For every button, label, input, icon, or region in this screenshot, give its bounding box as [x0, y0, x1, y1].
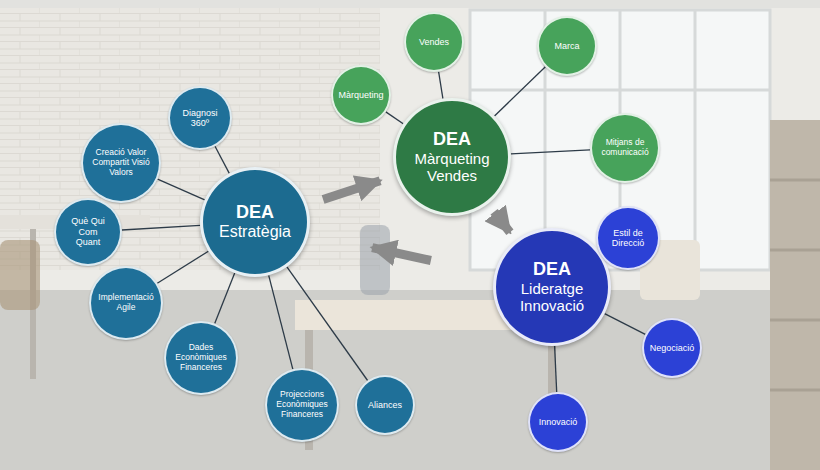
topic-label: Implementació Agile: [97, 293, 155, 313]
circle-text: Projeccions Econòmiques Financeres: [275, 390, 329, 419]
topic-circle: Innovació: [528, 392, 588, 452]
topic-label: Què Qui Com Quant: [65, 216, 111, 247]
link-line: [511, 150, 590, 154]
link-line: [287, 267, 368, 381]
hub-circle: DEAMàrqueting Vendes: [393, 98, 511, 216]
circle-text: Estil de Direcció: [605, 228, 651, 249]
topic-circle: Diagnosi 360º: [168, 86, 232, 150]
topic-circle: Estil de Direcció: [596, 206, 660, 270]
circle-text: DEALideratge Innovació: [508, 259, 596, 314]
circle-text: Aliances: [368, 400, 402, 410]
circle-text: Implementació Agile: [97, 293, 155, 313]
circle-text: Diagnosi 360º: [177, 108, 223, 129]
ceiling: [0, 0, 820, 8]
flow-arrow: [372, 248, 431, 261]
person: [0, 240, 40, 310]
topic-circle: Mitjans de comunicació: [590, 113, 660, 183]
hub-title: Estratègia: [219, 223, 291, 241]
link-line: [555, 346, 557, 392]
topic-label: Projeccions Econòmiques Financeres: [275, 390, 329, 419]
hub-title: Lideratge Innovació: [508, 280, 596, 315]
topic-circle: Implementació Agile: [89, 266, 163, 340]
link-line: [215, 146, 229, 173]
circle-text: Màrqueting: [338, 90, 383, 100]
topic-label: Innovació: [539, 417, 578, 427]
topic-label: Estil de Direcció: [605, 228, 651, 249]
topic-label: Marca: [554, 41, 579, 51]
hub-title: Màrqueting Vendes: [408, 150, 496, 185]
link-line: [269, 275, 293, 369]
topic-circle: Què Qui Com Quant: [54, 198, 122, 266]
circle-text: Vendes: [419, 37, 449, 47]
person: [360, 225, 390, 295]
circle-text: Marca: [554, 41, 579, 51]
hub-circle: DEALideratge Innovació: [493, 228, 611, 346]
hub-heading: DEA: [408, 129, 496, 150]
hub-circle: DEAEstratègia: [200, 167, 310, 277]
topic-circle: Negociació: [642, 318, 702, 378]
circle-text: DEAMàrqueting Vendes: [408, 129, 496, 184]
link-line: [215, 273, 235, 324]
shelf-boards: [770, 180, 820, 390]
topic-label: Dades Econòmiques Financeres: [174, 343, 228, 372]
topic-label: Vendes: [419, 37, 449, 47]
circle-text: Què Qui Com Quant: [65, 216, 111, 247]
hub-heading: DEA: [508, 259, 596, 280]
topic-label: Màrqueting: [338, 90, 383, 100]
window: [470, 10, 770, 270]
topic-label: Negociació: [650, 343, 695, 353]
topic-label: Diagnosi 360º: [177, 108, 223, 129]
link-line: [122, 225, 200, 230]
flow-arrow: [323, 181, 380, 200]
link-line: [158, 179, 205, 200]
hub-heading: DEA: [219, 202, 291, 223]
topic-circle: Màrqueting: [331, 65, 391, 125]
link-line: [439, 72, 443, 99]
circle-text: Creació Valor Compartit Visió Valors: [91, 148, 151, 177]
topic-circle: Projeccions Econòmiques Financeres: [265, 368, 339, 442]
circle-text: Mitjans de comunicació: [598, 138, 652, 158]
topic-label: Aliances: [368, 400, 402, 410]
window-frame: [470, 10, 770, 270]
topic-label: Mitjans de comunicació: [598, 138, 652, 158]
link-line: [157, 251, 208, 283]
topic-circle: Marca: [537, 16, 597, 76]
topic-circle: Dades Econòmiques Financeres: [164, 321, 238, 395]
brick-wall: [0, 0, 380, 270]
topic-circle: Creació Valor Compartit Visió Valors: [81, 123, 161, 203]
flow-arrow: [494, 212, 510, 233]
circle-text: Negociació: [650, 343, 695, 353]
shelf: [770, 120, 820, 470]
link-line: [495, 67, 546, 116]
link-line: [386, 112, 403, 124]
circle-text: Innovació: [539, 417, 578, 427]
topic-circle: Aliances: [355, 375, 415, 435]
topic-label: Creació Valor Compartit Visió Valors: [91, 148, 151, 177]
link-line: [605, 314, 646, 335]
circle-text: Dades Econòmiques Financeres: [174, 343, 228, 372]
circle-text: DEAEstratègia: [219, 202, 291, 241]
topic-circle: Vendes: [404, 12, 464, 72]
